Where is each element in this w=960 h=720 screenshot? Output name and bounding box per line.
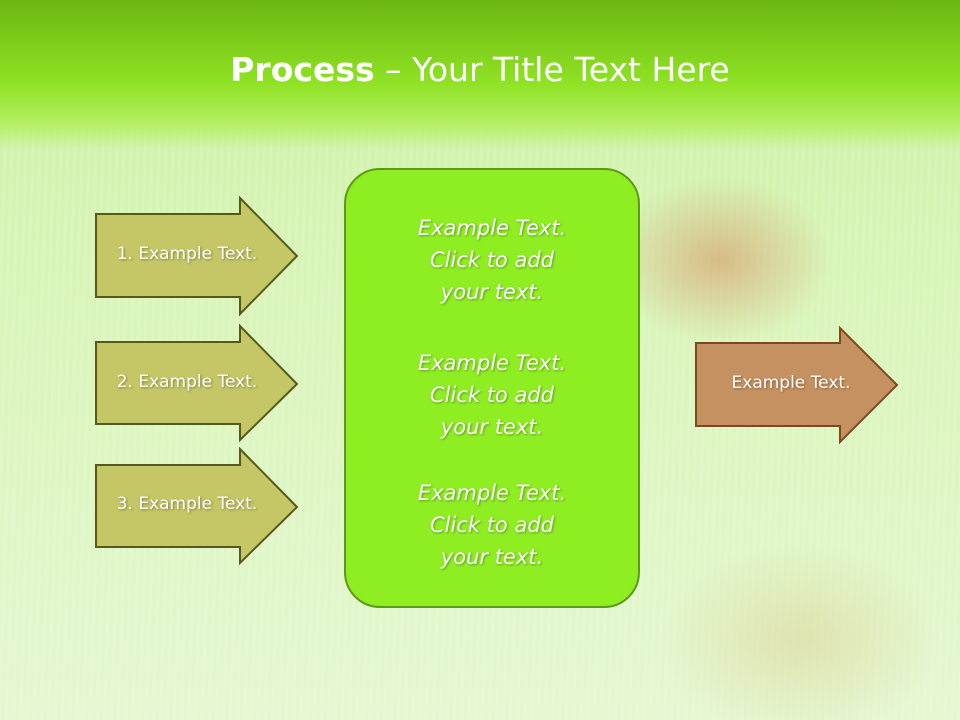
step-label-3: 3. Example Text.	[116, 494, 258, 514]
title-band	[0, 0, 960, 150]
slide-title[interactable]: Process – Your Title Text Here	[0, 50, 960, 89]
step-label-2: 2. Example Text.	[116, 372, 258, 392]
step-arrow-2[interactable]	[95, 323, 299, 443]
center-item-3[interactable]: Example Text. Click to add your text.	[344, 477, 640, 573]
center-item-2[interactable]: Example Text. Click to add your text.	[344, 347, 640, 443]
center-item-2-line-1: Example Text.	[417, 351, 567, 375]
center-text-box[interactable]	[344, 168, 640, 608]
center-item-2-line-2: Click to add	[429, 383, 554, 407]
title-bold: Process	[230, 50, 375, 89]
center-item-3-line-2: Click to add	[429, 513, 554, 537]
step-arrow-1[interactable]	[95, 195, 299, 317]
output-label: Example Text.	[731, 373, 851, 393]
output-arrow[interactable]	[695, 325, 899, 445]
center-item-1[interactable]: Example Text. Click to add your text.	[344, 212, 640, 308]
title-rest: – Your Title Text Here	[374, 50, 730, 89]
center-item-3-line-3: your text.	[440, 545, 544, 569]
center-item-1-line-3: your text.	[440, 280, 544, 304]
step-label-1: 1. Example Text.	[116, 244, 258, 264]
center-item-1-line-1: Example Text.	[417, 216, 567, 240]
center-item-2-line-3: your text.	[440, 415, 544, 439]
center-item-3-line-1: Example Text.	[417, 481, 567, 505]
step-arrow-3[interactable]	[95, 446, 299, 566]
center-item-1-line-2: Click to add	[429, 248, 554, 272]
